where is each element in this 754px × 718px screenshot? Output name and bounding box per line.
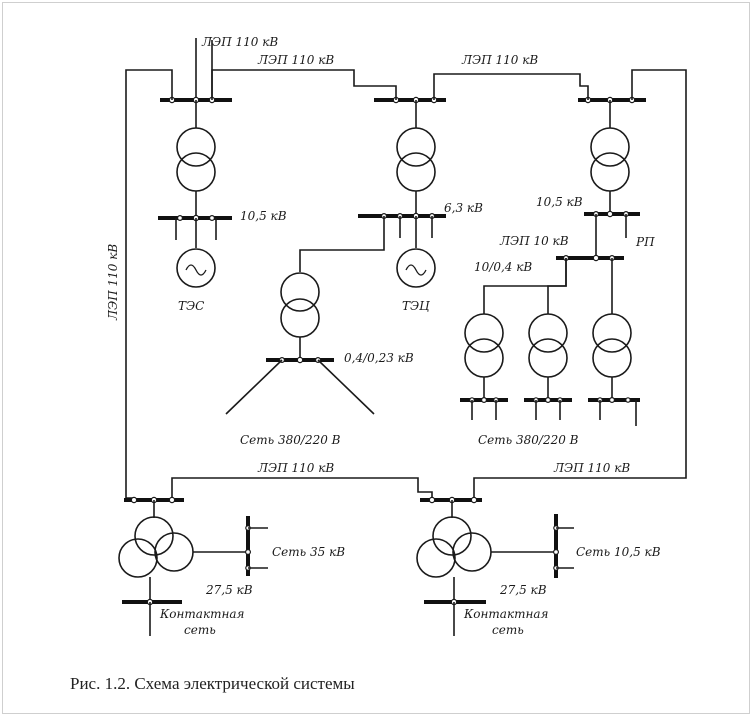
label-contact-left-1: Контактная (159, 607, 245, 621)
label-sub-left-voltage: 27,5 кВ (205, 583, 253, 597)
label-tes-voltage: 10,5 кВ (240, 209, 287, 223)
tes-station (158, 38, 232, 288)
label-line-tec-rp: ЛЭП 110 кВ (461, 53, 538, 67)
rp-transformer (590, 127, 630, 167)
local-transformer (280, 272, 320, 312)
label-line-tes-tec: ЛЭП 110 кВ (257, 53, 334, 67)
rp-station (460, 96, 646, 426)
transmission-lines (125, 69, 687, 500)
tec-transformer (396, 127, 436, 167)
label-sub-left-network: Сеть 35 кВ (272, 545, 345, 559)
label-line-bottom-right: ЛЭП 110 кВ (553, 461, 630, 475)
tes-generator (176, 248, 216, 288)
three-winding-transformer-left (134, 516, 174, 556)
tes-transformer (176, 127, 216, 167)
label-rp-name: РП (635, 235, 655, 249)
dist-transformer-2 (528, 313, 568, 353)
tec-generator (396, 248, 436, 288)
label-sub-right-voltage: 27,5 кВ (499, 583, 547, 597)
label-tec-voltage: 6,3 кВ (444, 201, 483, 215)
label-rp-voltage: 10,5 кВ (536, 195, 583, 209)
label-contact-right-2: сеть (492, 623, 524, 637)
label-dist-voltage: 10/0,4 кВ (474, 260, 532, 274)
label-sub-right-network: Сеть 10,5 кВ (576, 545, 661, 559)
three-winding-transformer-right (432, 516, 472, 556)
label-contact-right-1: Контактная (463, 607, 549, 621)
label-top-feed: ЛЭП 110 кВ (201, 35, 278, 49)
traction-substation-right (416, 496, 574, 636)
traction-substation-left (118, 496, 268, 636)
label-tec-name: ТЭЦ (402, 299, 430, 313)
label-rp-line: ЛЭП 10 кВ (499, 234, 569, 248)
figure-caption: Рис. 1.2. Схема электрической системы (70, 674, 355, 693)
label-contact-left-2: сеть (184, 623, 216, 637)
label-tes-name: ТЭС (178, 299, 204, 313)
label-line-bottom-left: ЛЭП 110 кВ (257, 461, 334, 475)
label-net-right: Сеть 380/220 В (478, 433, 579, 447)
tec-station (225, 96, 446, 415)
dist-transformer-1 (464, 313, 504, 353)
label-net-left: Сеть 380/220 В (240, 433, 341, 447)
dist-transformer-3 (592, 313, 632, 353)
label-line-left-vertical: ЛЭП 110 кВ (106, 244, 120, 321)
label-local-voltage: 0,4/0,23 кВ (344, 351, 414, 365)
